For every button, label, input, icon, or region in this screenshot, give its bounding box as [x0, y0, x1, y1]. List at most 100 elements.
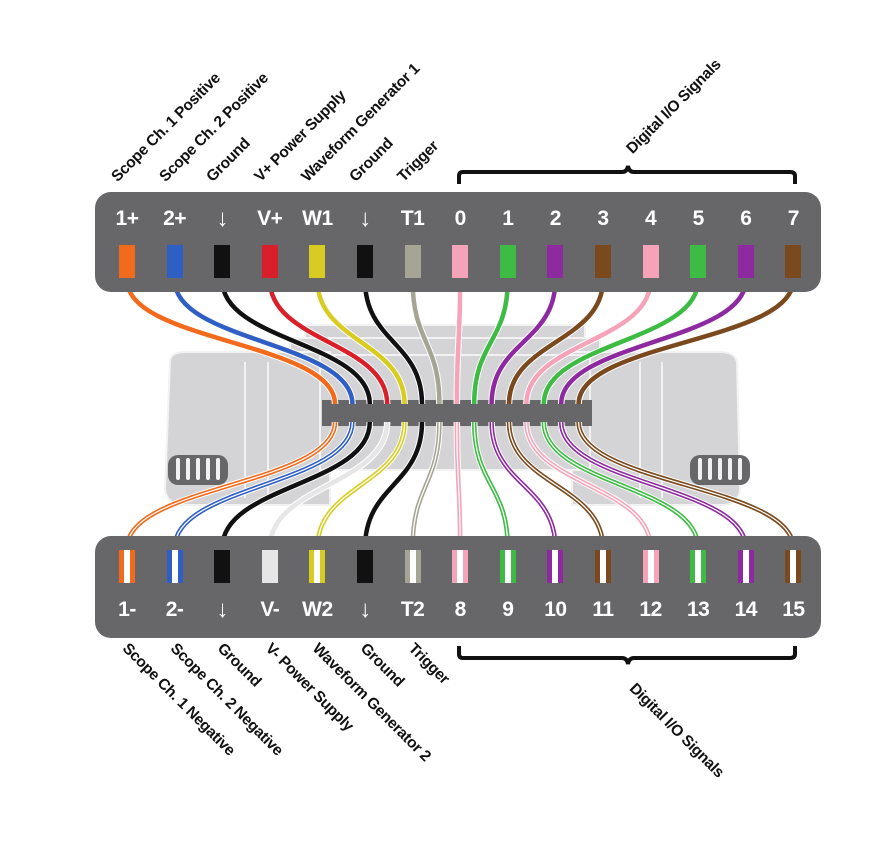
bottom-pin-color-swatch	[404, 550, 421, 583]
bottom-pin-label: 1-	[118, 598, 136, 621]
bottom-pin-label: 15	[782, 598, 805, 621]
swatch-stripe	[647, 550, 654, 583]
wire-top-digital-i-o-0	[453, 279, 464, 405]
wire-top-scope-ch-1-positive	[123, 279, 339, 405]
bottom-pin-label: 12	[639, 598, 662, 621]
bottom-pin-label: 11	[592, 598, 614, 621]
top-pin-label: V+	[257, 207, 283, 230]
wire-bottom-digital-i-o-9	[470, 421, 512, 549]
top-pin-label: 4	[645, 207, 657, 230]
bottom-pin-color-swatch	[357, 550, 373, 583]
top-pin-color-swatch	[309, 245, 326, 278]
top-pin-label: 6	[740, 207, 752, 230]
bottom-pin-color-swatch	[737, 550, 754, 583]
bottom-pin-color-swatch	[690, 550, 707, 583]
bottom-pin-color-swatch	[119, 550, 135, 583]
swatch-stripe	[124, 550, 130, 583]
ground-arrow-icon: ↓	[359, 205, 371, 232]
swatch-stripe	[742, 550, 749, 583]
swatch-stripe	[790, 550, 797, 583]
top-pin-color-swatch	[261, 245, 278, 278]
wire-bottom-digital-i-o-14	[557, 421, 750, 549]
ground-arrow-icon: ↓	[359, 596, 371, 623]
top-pin-color-swatch	[166, 245, 183, 278]
wire-bottom-digital-i-o-15	[575, 421, 797, 549]
wire-top-digital-i-o-5	[540, 279, 702, 405]
bottom-pin-label: 9	[502, 598, 514, 621]
top-pin-label: 0	[454, 207, 467, 230]
wire-bottom-ground	[361, 421, 426, 549]
wire-top-scope-ch-2-positive	[171, 279, 356, 405]
swatch-stripe	[409, 550, 416, 583]
wire-top-digital-i-o-1	[470, 279, 512, 405]
bottom-pin-color-swatch	[785, 550, 802, 583]
top-pin-label: T1	[400, 207, 425, 230]
bottom-pin-color-swatch	[214, 550, 231, 583]
bottom-pin-label: 13	[687, 598, 710, 621]
bottom-pin-color-swatch	[642, 550, 659, 583]
top-pin-color-swatch	[404, 245, 421, 278]
swatch-stripe	[504, 550, 511, 583]
top-pin-color-swatch	[595, 245, 611, 278]
wire-top-ground	[218, 279, 374, 405]
bottom-pin-label: 14	[734, 598, 758, 621]
bottom-pin-color-swatch	[261, 550, 278, 583]
bottom-pin-label: V-	[260, 598, 280, 621]
wire-bottom-digital-i-o-12	[523, 421, 654, 549]
device-connector	[322, 400, 592, 426]
top-pin-label: 3	[597, 207, 609, 230]
top-pin-color-swatch	[357, 245, 373, 278]
wire-top-digital-i-o-4	[523, 279, 654, 405]
device-left-foot	[168, 455, 228, 485]
ground-arrow-icon: ↓	[216, 205, 228, 232]
wire-bottom-digital-i-o-8	[453, 421, 464, 549]
wire-top-digital-i-o-2	[488, 279, 559, 405]
wire-bottom-digital-i-o-13	[540, 421, 702, 549]
wire-top-trigger	[409, 279, 443, 405]
top-pin-label: 1+	[115, 207, 139, 230]
wire-bottom-trigger	[409, 421, 443, 549]
top-pin-label: 1	[502, 207, 514, 230]
bottom-pin-color-swatch	[452, 550, 469, 583]
top-pin-label: 2+	[163, 207, 187, 230]
wire-top-v-power-supply	[266, 279, 391, 405]
wire-bottom-scope-ch-1-negative	[123, 421, 339, 549]
top-pin-color-swatch	[785, 245, 802, 278]
swatch-stripe	[600, 550, 606, 583]
wire-top-digital-i-o-6	[557, 279, 750, 405]
top-pin-color-swatch	[547, 245, 564, 278]
swatch-stripe	[457, 550, 464, 583]
wire-top-ground	[361, 279, 426, 405]
top-pin-color-swatch	[642, 245, 659, 278]
wire-top-waveform-generator-1	[314, 279, 408, 405]
swatch-stripe	[552, 550, 559, 583]
device-right-foot	[690, 455, 750, 485]
bottom-pin-color-swatch	[499, 550, 516, 583]
bottom-pin-color-swatch	[166, 550, 183, 583]
wire-bottom-digital-i-o-11	[505, 421, 607, 549]
wire-top-digital-i-o-3	[505, 279, 607, 405]
swatch-stripe	[171, 550, 178, 583]
top-pin-color-swatch	[690, 245, 707, 278]
top-pin-label: 5	[692, 207, 705, 230]
top-pin-color-swatch	[737, 245, 754, 278]
bottom-pin-label: 10	[544, 598, 567, 621]
top-pin-color-swatch	[499, 245, 516, 278]
wire-bottom-scope-ch-2-negative	[171, 421, 356, 549]
top-pin-color-swatch	[119, 245, 135, 278]
top-pin-color-swatch	[452, 245, 469, 278]
bottom-pin-color-swatch	[547, 550, 564, 583]
top-pin-color-swatch	[214, 245, 231, 278]
wire-bottom-waveform-generator-2	[314, 421, 408, 549]
wire-top-digital-i-o-7	[575, 279, 797, 405]
bottom-pin-label: 8	[454, 598, 467, 621]
swatch-stripe	[695, 550, 702, 583]
top-pin-label: 7	[787, 207, 800, 230]
ground-arrow-icon: ↓	[216, 596, 228, 623]
wire-bottom-digital-i-o-10	[488, 421, 559, 549]
top-pin-label: 2	[549, 207, 562, 230]
bottom-pin-label: 2-	[165, 598, 184, 621]
bottom-pin-label: T2	[400, 598, 425, 621]
